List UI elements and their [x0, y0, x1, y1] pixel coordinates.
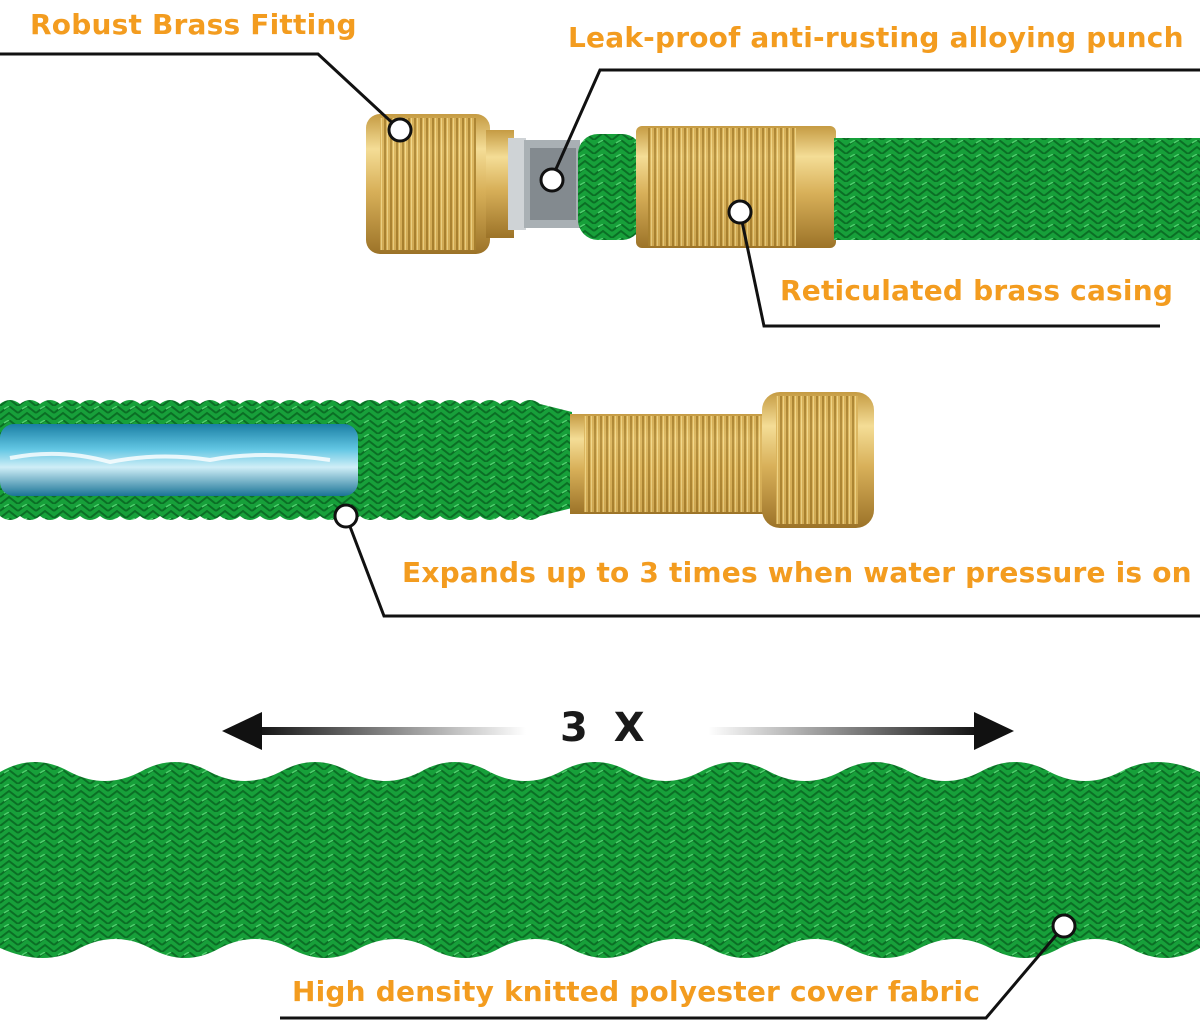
callout-expands: Expands up to 3 times when water pressur…: [402, 556, 1192, 589]
callout-leak-proof: Leak-proof anti-rusting alloying punch: [568, 21, 1184, 54]
leader-expands: [344, 515, 1200, 618]
leader-leak-proof: [550, 68, 1200, 179]
callout-brass-fitting: Robust Brass Fitting: [30, 8, 357, 41]
leader-brass-casing: [738, 211, 1160, 328]
marker-fabric: [1051, 913, 1077, 939]
brass-casing: [636, 126, 836, 248]
brass-fitting: [366, 114, 514, 254]
marker-brass-fitting: [387, 117, 413, 143]
expansion-label: 3 X: [560, 705, 651, 751]
expanded-hose: [0, 762, 1200, 958]
brass-connector: [570, 392, 874, 528]
hose-collar: [578, 134, 642, 240]
marker-expands: [333, 503, 359, 529]
callout-fabric: High density knitted polyester cover fab…: [292, 975, 981, 1008]
marker-brass-casing: [727, 199, 753, 225]
callout-brass-casing: Reticulated brass casing: [780, 274, 1174, 307]
expansion-arrow-left: [222, 712, 526, 750]
expansion-arrow-right: [708, 712, 1014, 750]
leader-fabric: [280, 925, 1066, 1020]
hose-top: [834, 138, 1200, 240]
leader-brass-fitting: [0, 52, 402, 132]
marker-leak-proof: [539, 167, 565, 193]
inner-tube: [0, 424, 358, 496]
